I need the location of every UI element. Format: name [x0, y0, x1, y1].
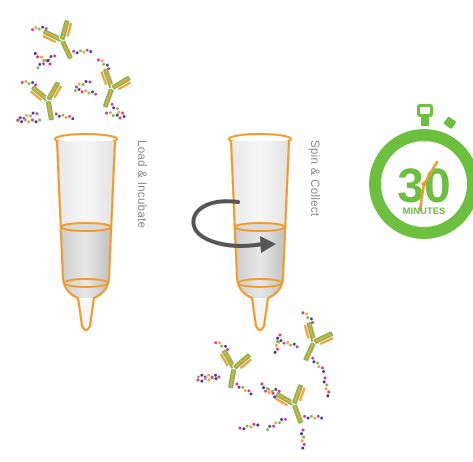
- conjugate-chain-icon: [17, 119, 42, 124]
- antibody-icon: [19, 7, 94, 77]
- molecule-layer: [9, 7, 346, 450]
- antibody-icon: [252, 372, 324, 439]
- conjugate-chain-icon: [300, 428, 307, 449]
- antibody-icon: [9, 71, 76, 130]
- step-label-spin-collect: Spin & Collect: [308, 140, 320, 216]
- timer-unit: MINUTES: [403, 206, 446, 217]
- antibody-icon: [70, 52, 142, 119]
- conjugate-chain-icon: [273, 333, 281, 355]
- conjugate-chain-icon: [105, 109, 123, 119]
- conjugate-chain-icon: [238, 422, 260, 432]
- antibody-icon: [195, 337, 262, 396]
- conjugate-chain-icon: [74, 78, 92, 88]
- antibody-icon: [272, 304, 347, 374]
- spin-column-collect: [229, 134, 291, 330]
- spin-column-load: [55, 134, 117, 330]
- stopwatch-icon: 30 MINUTES: [369, 104, 473, 239]
- conjugate-chain-icon: [321, 376, 331, 398]
- step-label-load-incubate: Load & Incubate: [135, 140, 147, 228]
